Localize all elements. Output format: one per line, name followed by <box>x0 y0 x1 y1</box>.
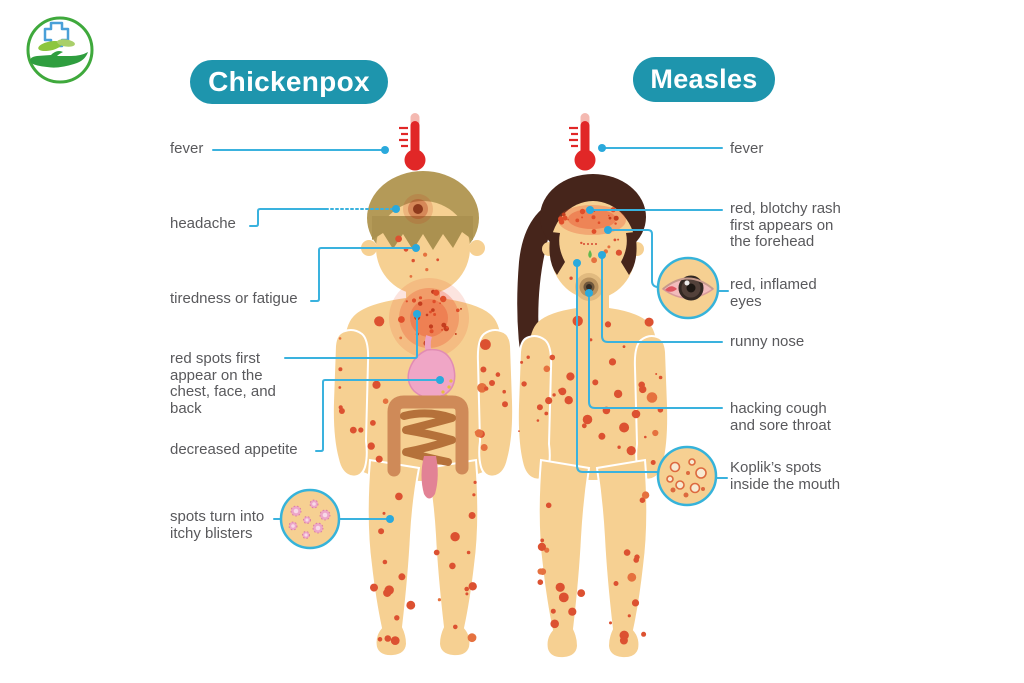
label-inflamed-eyes: red, inflamed eyes <box>730 276 817 310</box>
label-headache: headache <box>170 215 236 232</box>
brand-logo <box>26 16 94 84</box>
leaf-icon <box>38 40 62 52</box>
medical-cross-icon <box>43 21 70 48</box>
sore-throat-target <box>575 273 603 301</box>
label-tiredness: tiredness or fatigue <box>170 290 298 307</box>
label-koplik-spots: Koplik’s spots inside the mouth <box>730 459 841 493</box>
measles-figure <box>516 174 670 660</box>
chickenpox-figure <box>331 171 515 658</box>
measles-spots <box>518 238 664 645</box>
callout-lines <box>212 147 729 520</box>
label-hacking-cough: hacking cough and sore throat <box>730 400 831 434</box>
hand-icon <box>30 51 88 68</box>
label-itchy-blisters: spots turn into itchy blisters <box>170 508 265 542</box>
koplik-spots-magnifier <box>656 445 718 507</box>
thermometer-icon <box>569 113 596 171</box>
itchy-blisters-magnifier <box>279 488 341 550</box>
label-fever-left: fever <box>170 140 204 157</box>
thermometer-icon <box>399 113 426 171</box>
label-decreased-appetite: decreased appetite <box>170 441 298 458</box>
label-red-spots: red spots first appear on the chest, fac… <box>170 350 276 417</box>
callout-dots <box>381 144 612 523</box>
chickenpox-title-badge: Chickenpox <box>190 60 388 104</box>
label-blotchy-rash: red, blotchy rash first appears on the f… <box>730 200 841 250</box>
label-runny-nose: runny nose <box>730 333 805 350</box>
runny-nose-drop <box>588 250 592 258</box>
leaf-icon <box>57 39 75 47</box>
digestive-system <box>387 335 469 499</box>
chickenpox-spots <box>338 235 508 645</box>
measles-title-badge: Measles <box>633 57 775 102</box>
inflamed-eye-magnifier <box>656 256 720 320</box>
label-fever-right: fever <box>730 140 764 157</box>
